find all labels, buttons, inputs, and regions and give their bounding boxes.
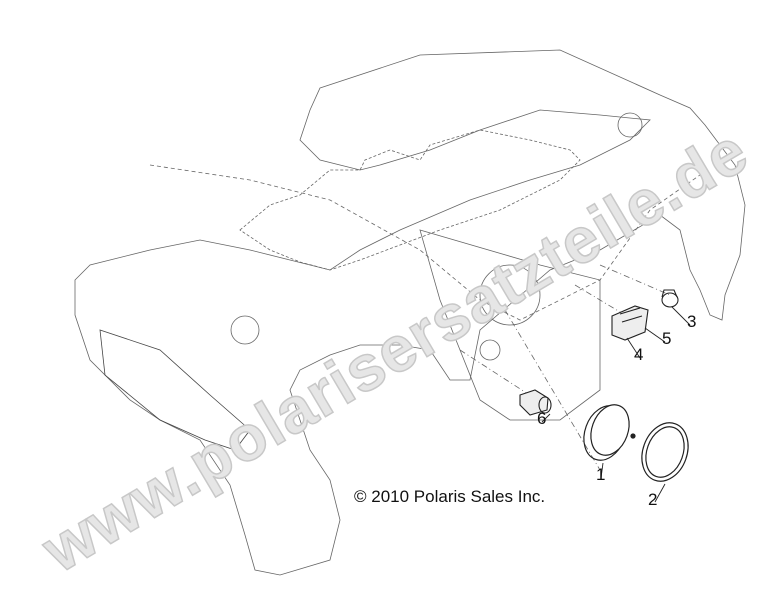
left-vent <box>230 315 260 345</box>
center-knob-mount <box>479 339 501 361</box>
part-1-speedometer <box>583 404 636 461</box>
callout-6: 6 <box>537 409 547 428</box>
part-3-lamp-socket <box>661 289 679 308</box>
callout-4: 4 <box>634 345 644 364</box>
part-4-5-switch <box>611 305 649 341</box>
right-vent <box>617 112 643 138</box>
copyright-notice: © 2010 Polaris Sales Inc. <box>354 487 546 506</box>
dashboard-front-edge <box>149 164 701 321</box>
speedometer-housing <box>479 264 541 326</box>
left-wing-panel <box>99 329 251 451</box>
explode-lines <box>459 264 671 471</box>
storage-opening <box>239 129 581 271</box>
callout-2: 2 <box>648 490 658 509</box>
part-6-ignition-switch <box>519 389 552 416</box>
center-console <box>419 229 601 421</box>
callout-5: 5 <box>662 329 672 348</box>
part-2-bezel-ring <box>641 422 689 482</box>
leader-lines <box>541 306 691 503</box>
callout-1: 1 <box>596 465 606 484</box>
callout-3: 3 <box>687 312 697 331</box>
